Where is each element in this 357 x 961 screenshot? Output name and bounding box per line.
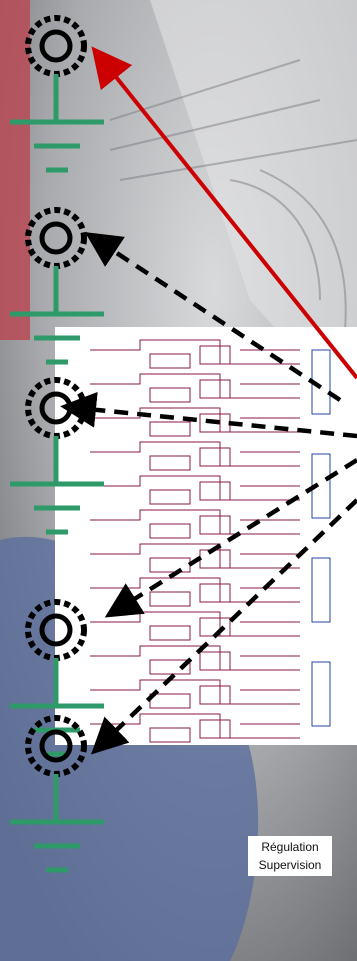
caption-line-1: Régulation <box>248 838 332 856</box>
circuit-schematic <box>55 327 357 745</box>
caption-box: Régulation Supervision <box>248 836 332 876</box>
caption-line-2: Supervision <box>248 856 332 874</box>
